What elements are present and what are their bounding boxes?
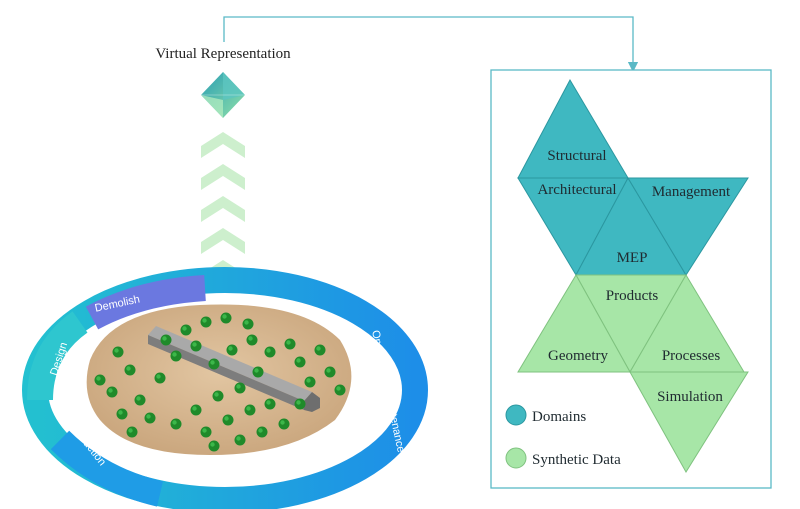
virtual-representation-label: Virtual Representation (155, 46, 291, 62)
trees (94, 312, 346, 452)
tree-highlight (172, 420, 177, 425)
simulation-label: Simulation (657, 389, 723, 405)
tree-highlight (296, 400, 301, 405)
simulation-triangle (629, 371, 749, 473)
tree-highlight (210, 442, 215, 447)
management-label: Management (652, 184, 731, 200)
tree-highlight (146, 414, 151, 419)
tree-highlight (266, 400, 271, 405)
tree-highlight (306, 378, 311, 383)
legend-domains-label: Domains (532, 409, 586, 425)
geometry-label: Geometry (548, 348, 608, 364)
tree-highlight (266, 348, 271, 353)
legend-domains-swatch (505, 404, 527, 426)
tree-highlight (236, 436, 241, 441)
tree-highlight (96, 376, 101, 381)
management-triangle (627, 177, 749, 276)
tree-highlight (182, 326, 187, 331)
tree-highlight (254, 368, 259, 373)
tree-highlight (214, 392, 219, 397)
products-label: Products (606, 288, 659, 304)
legend-synthetic-swatch (505, 447, 527, 469)
tree-highlight (162, 336, 167, 341)
tree-highlight (316, 346, 321, 351)
mep-label: MEP (617, 250, 648, 266)
tree-highlight (246, 406, 251, 411)
domains-triangles (517, 78, 749, 277)
building-model (148, 326, 320, 412)
architectural-label: Architectural (537, 182, 616, 198)
legend-synthetic-label: Synthetic Data (532, 452, 621, 468)
tree-highlight (222, 314, 227, 319)
demolish-segment (85, 275, 206, 330)
tree-highlight (128, 428, 133, 433)
tree-highlight (192, 342, 197, 347)
construction-site (65, 302, 385, 482)
synthetic-triangles (517, 273, 749, 473)
tree-highlight (336, 386, 341, 391)
processes-label: Processes (662, 348, 720, 364)
legend: Domains Synthetic Data (505, 404, 621, 469)
tree-highlight (280, 420, 285, 425)
tree-highlight (326, 368, 331, 373)
tree-highlight (210, 360, 215, 365)
tree-highlight (296, 358, 301, 363)
tree-highlight (108, 388, 113, 393)
tree-highlight (118, 410, 123, 415)
design-segment (27, 311, 88, 401)
tree-highlight (114, 348, 119, 353)
construction-segment (50, 430, 164, 507)
tree-highlight (236, 384, 241, 389)
connector-line (223, 16, 639, 73)
tree-highlight (136, 396, 141, 401)
tree-highlight (126, 366, 131, 371)
tree-highlight (202, 428, 207, 433)
lifecycle-ring (22, 267, 428, 509)
tree-highlight (286, 340, 291, 345)
tree-highlight (202, 318, 207, 323)
tree-highlight (172, 352, 177, 357)
tree-highlight (192, 406, 197, 411)
upward-chevrons (201, 132, 245, 286)
octahedron-icon (201, 72, 245, 118)
tree-highlight (258, 428, 263, 433)
tree-highlight (156, 374, 161, 379)
geometry-triangle (517, 273, 631, 373)
tree-highlight (248, 336, 253, 341)
tree-highlight (224, 416, 229, 421)
tree-highlight (228, 346, 233, 351)
structural-label: Structural (547, 148, 606, 164)
tree-highlight (244, 320, 249, 325)
